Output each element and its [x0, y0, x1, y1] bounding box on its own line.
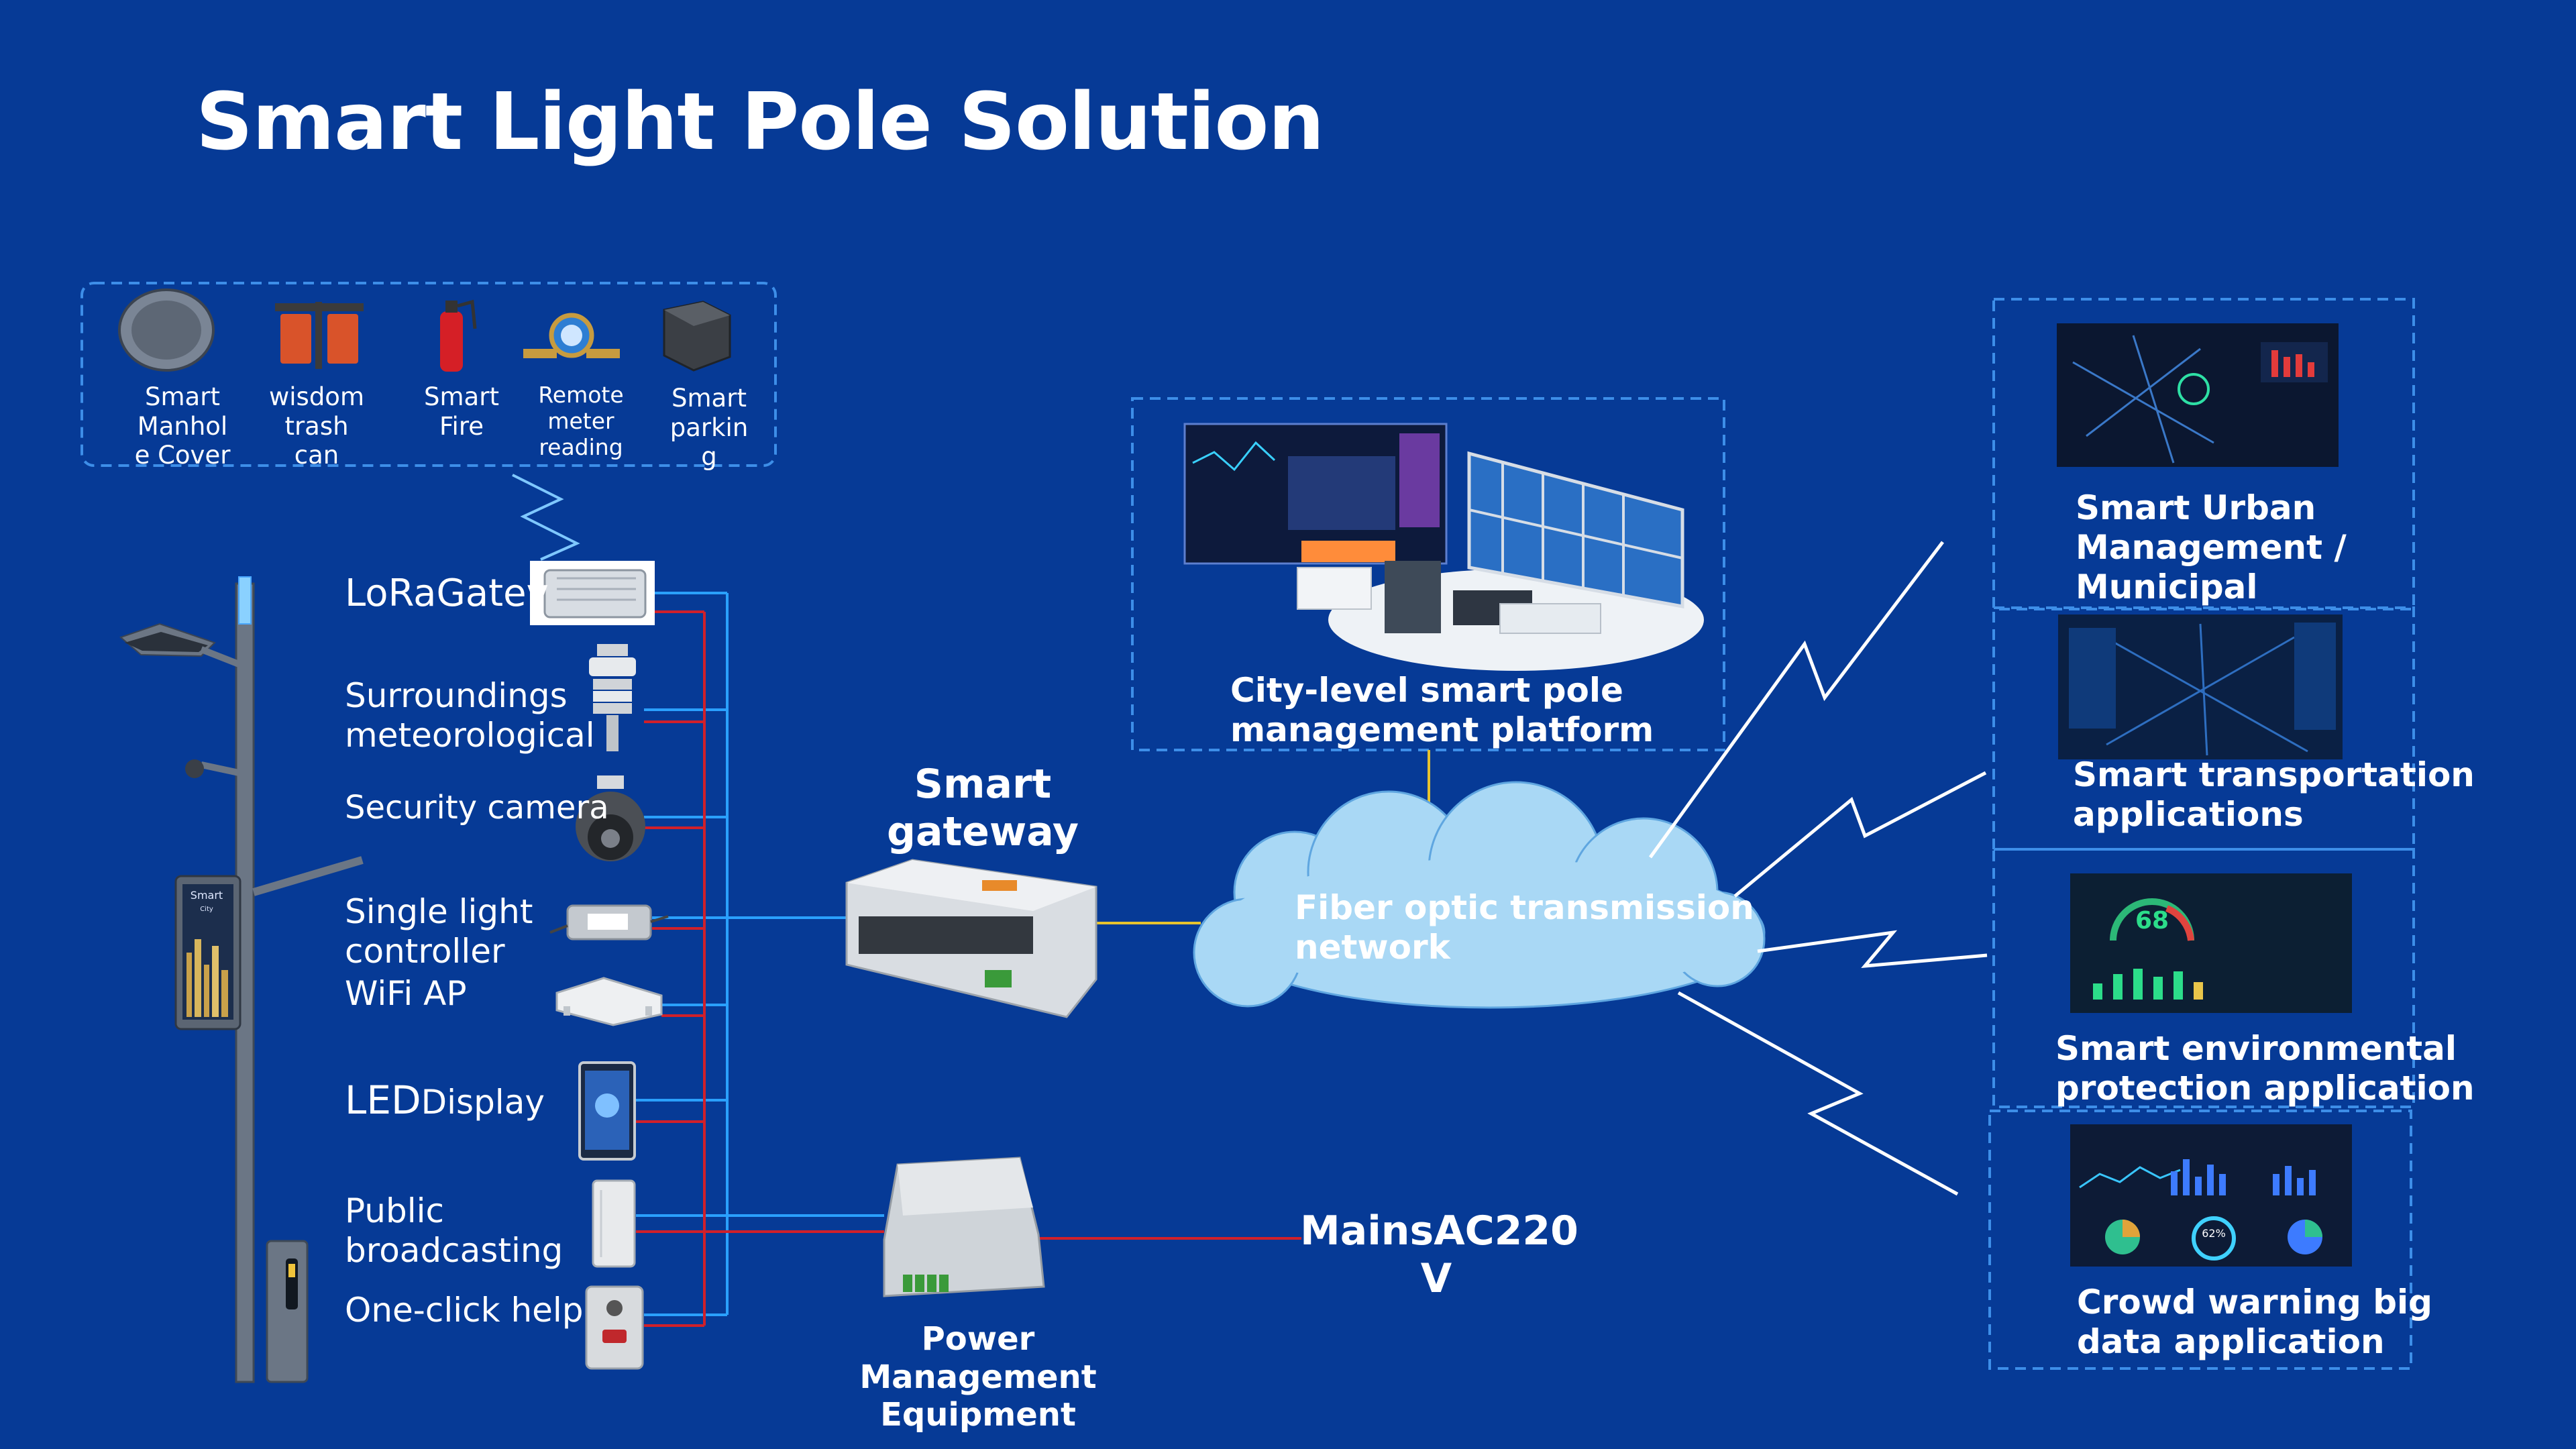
page-title: Smart Light Pole Solution: [196, 75, 1324, 168]
transportation-thumbnail: [2058, 614, 2343, 759]
security-camera-device: [576, 775, 645, 861]
fiber-network-label: Fiber optic transmission network: [1295, 888, 1754, 967]
wireless-link-app-2: [1733, 771, 1987, 898]
led-display-device: [578, 1061, 636, 1161]
app-frame-2: [1992, 606, 2415, 851]
smart-gateway-label: Smart gateway: [887, 761, 1079, 855]
water-meter-icon: [523, 313, 620, 358]
led-label-large: LED: [345, 1077, 421, 1123]
sensor-label-fire: Smart Fire: [424, 382, 499, 441]
trash-can-icon: [275, 302, 364, 369]
app-label-environmental: Smart environmental protection applicati…: [2055, 1029, 2475, 1108]
meteorological-label: Surroundings meteorological: [345, 676, 595, 755]
platform-label: City-level smart pole management platfor…: [1230, 671, 1654, 749]
aqi-gauge-value: 68: [2135, 907, 2169, 934]
app-label-crowd-warning: Crowd warning big data application: [2077, 1283, 2432, 1361]
broadcasting-label: Public broadcasting: [345, 1191, 564, 1270]
single-light-controller-device: [549, 904, 669, 941]
power-management-label: Power Management Equipment: [859, 1320, 1097, 1434]
smart-gateway-device: [845, 859, 1097, 1018]
lora-wireless-link: [512, 474, 580, 561]
power-management-device: [883, 1157, 1045, 1297]
weather-station-device: [589, 644, 636, 751]
parking-sensor-icon: [663, 301, 731, 372]
led-label-small: Display: [421, 1083, 545, 1122]
urban-management-thumbnail: [2057, 323, 2339, 467]
smart-pole-illustration: [119, 576, 364, 1383]
single-light-controller-label: Single light controller: [345, 892, 533, 971]
help-button-device: [585, 1285, 644, 1370]
sensor-label-parking: Smart parkin g: [669, 384, 749, 472]
led-display-label: LEDDisplay: [345, 1077, 545, 1123]
environmental-thumbnail: [2070, 873, 2352, 1013]
app-frame-1: [1992, 298, 2415, 610]
fiber-cloud-shape: [1193, 781, 1766, 1009]
platform-illustration: [1183, 423, 1704, 671]
sensor-label-trash: wisdom trash can: [269, 382, 364, 470]
app-label-urban-management: Smart Urban Management / Municipal Appli…: [2076, 488, 2347, 606]
sensor-label-meter: Remote meter reading: [538, 382, 624, 460]
wifi-ap-device: [555, 977, 663, 1026]
sensor-group-frame: [80, 282, 777, 467]
lora-gateway-device: [530, 561, 655, 625]
app-label-transportation: Smart transportation applications: [2073, 755, 2475, 834]
wireless-link-app-4: [1677, 991, 1959, 1196]
pole-screen-text-1: Smart: [190, 889, 223, 902]
pie-center-value: 62%: [2202, 1227, 2226, 1240]
security-camera-label: Security camera: [345, 789, 609, 826]
crowd-warning-thumbnail: [2070, 1124, 2352, 1267]
wireless-link-app-1: [1648, 541, 1944, 859]
broadcast-speaker-device: [592, 1179, 636, 1268]
wireless-link-app-3: [1757, 930, 1988, 969]
one-click-help-label: One-click help: [345, 1291, 584, 1330]
lora-gateway-label: LoRaGatev: [345, 572, 549, 615]
sensor-label-manhole: Smart Manhol e Cover: [134, 382, 231, 470]
wifi-ap-label: WiFi AP: [345, 974, 467, 1013]
app-frame-4: [1988, 1110, 2412, 1370]
pole-screen-text-2: City: [200, 906, 213, 913]
manhole-cover-icon: [118, 288, 215, 372]
mains-ac220-label: MainsAC220 V: [1300, 1208, 1578, 1302]
fire-extinguisher-icon: [440, 299, 477, 372]
app-frame-3: [1992, 848, 2415, 1108]
